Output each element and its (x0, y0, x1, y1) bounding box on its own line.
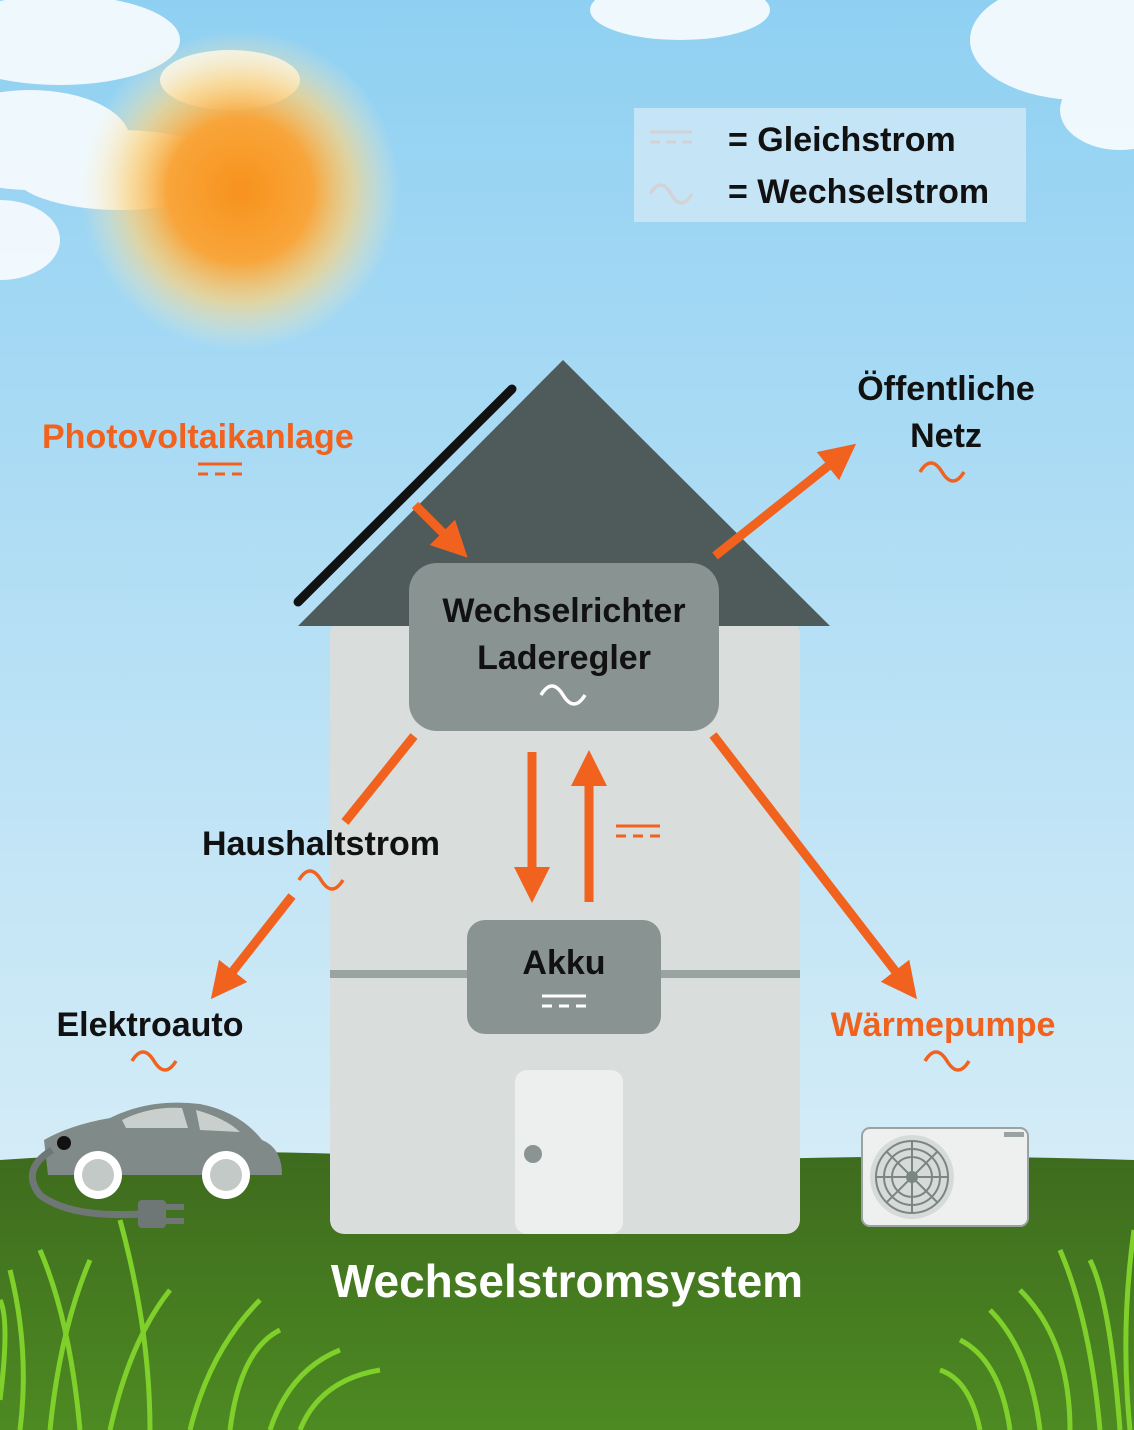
grass-blades-right (939, 1229, 1134, 1430)
arrow-pv-to-inverter (411, 501, 468, 558)
legend-row-ac: = Wechselstrom (648, 172, 989, 212)
ground (0, 1152, 1134, 1430)
inverter-box (409, 563, 719, 731)
dc-symbol-icon-akku (542, 994, 586, 1008)
label-inverter-line1: Wechselrichter (442, 592, 686, 630)
heat-pump-icon (861, 1127, 1029, 1227)
arrow-inverter-to-haushalt-segment (341, 733, 418, 825)
sun-icon (80, 30, 400, 350)
label-elektroauto: Elektroauto (56, 1006, 244, 1044)
legend-row-dc: = Gleichstrom (648, 120, 956, 160)
label-inverter-line2: Laderegler (477, 639, 651, 677)
door (515, 1070, 623, 1234)
label-haushaltstrom: Haushaltstrom (201, 825, 441, 863)
label-waermepumpe: Wärmepumpe (830, 1006, 1056, 1044)
legend-ac-label: = Wechselstrom (728, 172, 990, 211)
ac-symbol-icon-inverter (539, 684, 587, 706)
dc-symbol-icon (198, 462, 660, 838)
arrow-haushalt-to-elektroauto (210, 893, 296, 1000)
grass-blades-left (0, 1219, 381, 1430)
label-netz-line2: Netz (910, 417, 982, 455)
solar-panel-icon (293, 384, 517, 607)
door-knob (524, 1145, 542, 1163)
arrow-inverter-to-waermepumpe (709, 732, 917, 1000)
label-akku: Akku (522, 944, 606, 982)
legend-dc-label: = Gleichstrom (728, 120, 956, 159)
arrow-inverter-to-netz (712, 443, 857, 560)
car-icon (44, 1102, 282, 1199)
diagram-title: Wechselstromsystem (330, 1255, 804, 1307)
label-photovoltaik: Photovoltaikanlage (42, 418, 354, 456)
legend: = Gleichstrom = Wechselstrom (634, 108, 1026, 222)
label-netz-line1: Öffentliche (857, 370, 1035, 408)
legend-dc-icon (648, 120, 708, 160)
roof (298, 360, 830, 626)
legend-ac-icon (648, 172, 708, 212)
plug-icon (28, 1147, 184, 1228)
akku-box (467, 920, 661, 1034)
ac-symbol-icon (130, 461, 971, 1072)
